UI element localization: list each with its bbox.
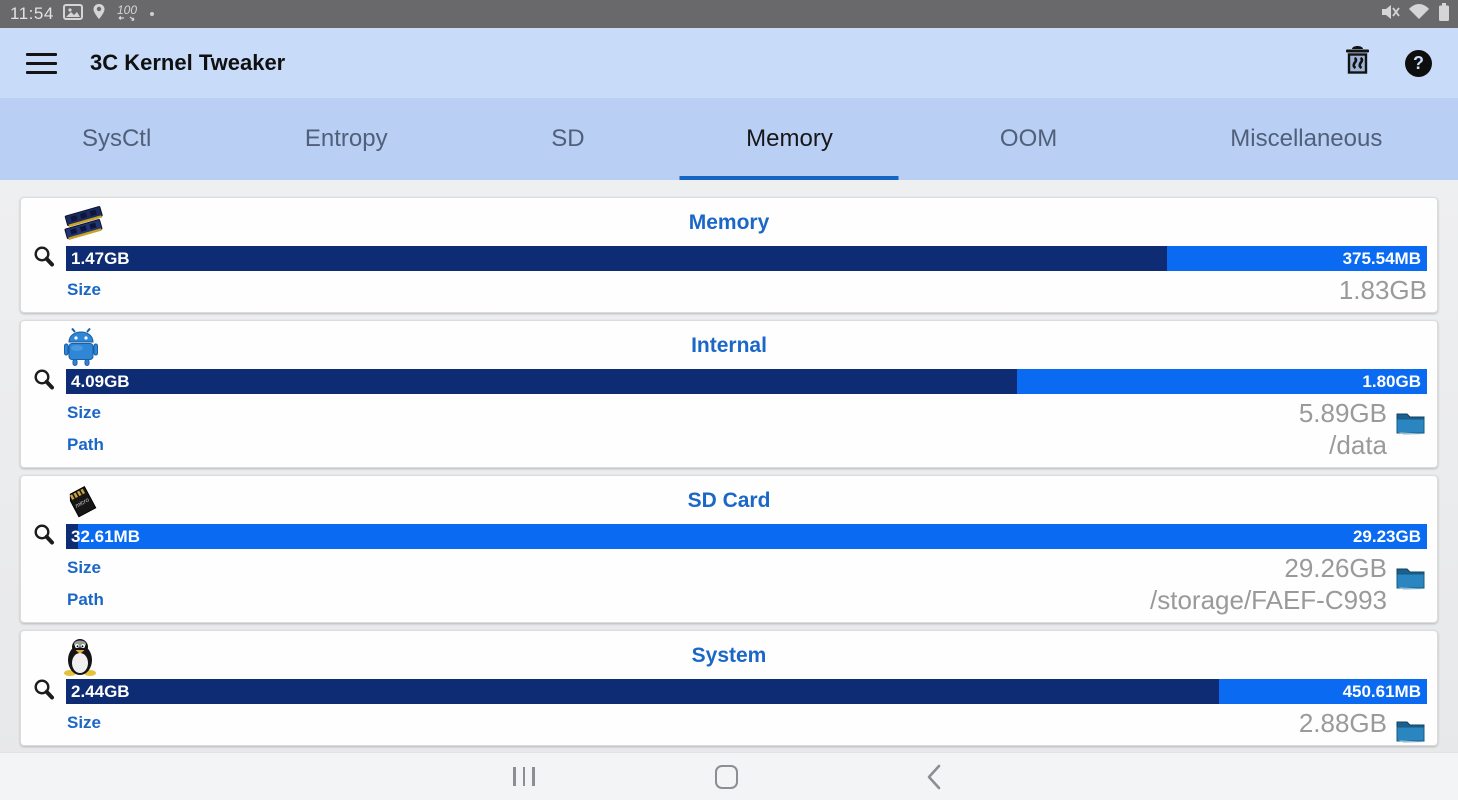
system-usage-bar: 2.44GB 450.61MB (66, 679, 1427, 704)
open-folder-icon[interactable] (1394, 717, 1427, 750)
tab-miscellaneous[interactable]: Miscellaneous (1230, 125, 1383, 152)
path-value: /storage/FAEF-C993 (1150, 584, 1387, 615)
free-amount: 1.80GB (1362, 372, 1421, 391)
size-value: 29.26GB (1284, 552, 1387, 583)
tab-entropy[interactable]: Entropy (304, 125, 388, 152)
open-folder-icon[interactable] (1394, 564, 1427, 597)
tab-memory[interactable]: Memory (676, 98, 902, 180)
free-amount: 375.54MB (1342, 249, 1421, 268)
sd-usage-bar: 32.61MB 29.23GB (66, 524, 1427, 549)
location-icon (92, 3, 106, 25)
wifi-icon (1408, 3, 1430, 25)
used-amount: 1.47GB (71, 249, 130, 268)
inspect-icon[interactable] (33, 244, 55, 273)
clock: 11:54 (10, 4, 54, 23)
screenshot-notification-icon (62, 3, 83, 25)
inspect-icon[interactable] (33, 522, 55, 551)
path-value: /data (1329, 429, 1387, 460)
tux-penguin-icon (63, 638, 97, 681)
inspect-icon[interactable] (33, 367, 55, 396)
tab-oom[interactable]: OOM (999, 125, 1058, 152)
android-navigation-bar (0, 752, 1458, 800)
size-label: Size (67, 403, 102, 422)
card-title: System (691, 644, 767, 667)
card-title: Memory (688, 211, 770, 234)
card-title: Internal (691, 334, 767, 357)
app-title: 3C Kernel Tweaker (90, 50, 286, 75)
size-value: 5.89GB (1298, 397, 1387, 428)
inspect-icon[interactable] (33, 677, 55, 706)
free-amount: 29.23GB (1352, 527, 1421, 546)
used-amount: 2.44GB (71, 682, 130, 701)
free-amount: 450.61MB (1342, 682, 1421, 701)
memory-card: Memory 1.47GB 375.54MB Size 1.83GB (20, 197, 1438, 313)
used-segment (66, 524, 79, 549)
battery-icon (1438, 2, 1450, 27)
notification-dot-icon (149, 12, 154, 16)
cleanup-trash-icon[interactable] (1343, 45, 1372, 82)
open-folder-icon[interactable] (1394, 409, 1427, 442)
svg-text:100: 100 (117, 3, 137, 17)
tab-bar: SysCtl Entropy SD Memory OOM Miscellaneo… (0, 98, 1458, 180)
path-label: Path (67, 435, 104, 454)
ram-icon (63, 205, 105, 246)
status-bar: 11:54 100 (0, 0, 1458, 28)
system-card: System 2.44GB 450.61MB Size 2.88GB (20, 630, 1438, 746)
back-button[interactable] (904, 757, 964, 797)
card-title: SD Card (687, 489, 771, 512)
path-label: Path (67, 590, 104, 609)
used-segment (66, 369, 1018, 394)
size-value: 2.88GB (1298, 707, 1387, 738)
used-segment (66, 679, 1219, 704)
app-bar: 3C Kernel Tweaker ? (0, 28, 1458, 98)
home-button[interactable] (696, 757, 756, 797)
sd-card-card: micro SD Card 32.61MB 29.23GB Size 29 (20, 475, 1438, 623)
used-amount: 4.09GB (71, 372, 130, 391)
tab-sd[interactable]: SD (551, 125, 585, 152)
size-label: Size (67, 280, 102, 299)
memory-usage-bar: 1.47GB 375.54MB (66, 246, 1427, 271)
mute-icon (1380, 3, 1400, 26)
data-usage-icon: 100 (115, 2, 141, 27)
help-icon[interactable]: ? (1405, 49, 1432, 77)
internal-usage-bar: 4.09GB 1.80GB (66, 369, 1427, 394)
active-tab-indicator (679, 176, 899, 180)
size-label: Size (67, 558, 102, 577)
tab-sysctl[interactable]: SysCtl (81, 125, 152, 152)
used-amount: 32.61MB (71, 527, 140, 546)
size-label: Size (67, 713, 102, 732)
micro-sd-icon: micro (63, 483, 103, 524)
recents-button[interactable] (494, 757, 554, 797)
menu-icon[interactable] (26, 52, 57, 74)
memory-tab-content: Memory 1.47GB 375.54MB Size 1.83GB (0, 180, 1458, 800)
size-value: 1.83GB (1338, 274, 1427, 305)
android-icon (63, 327, 99, 371)
used-segment (66, 246, 1168, 271)
internal-storage-card: Internal 4.09GB 1.80GB Size 5.89GB Path … (20, 320, 1438, 468)
